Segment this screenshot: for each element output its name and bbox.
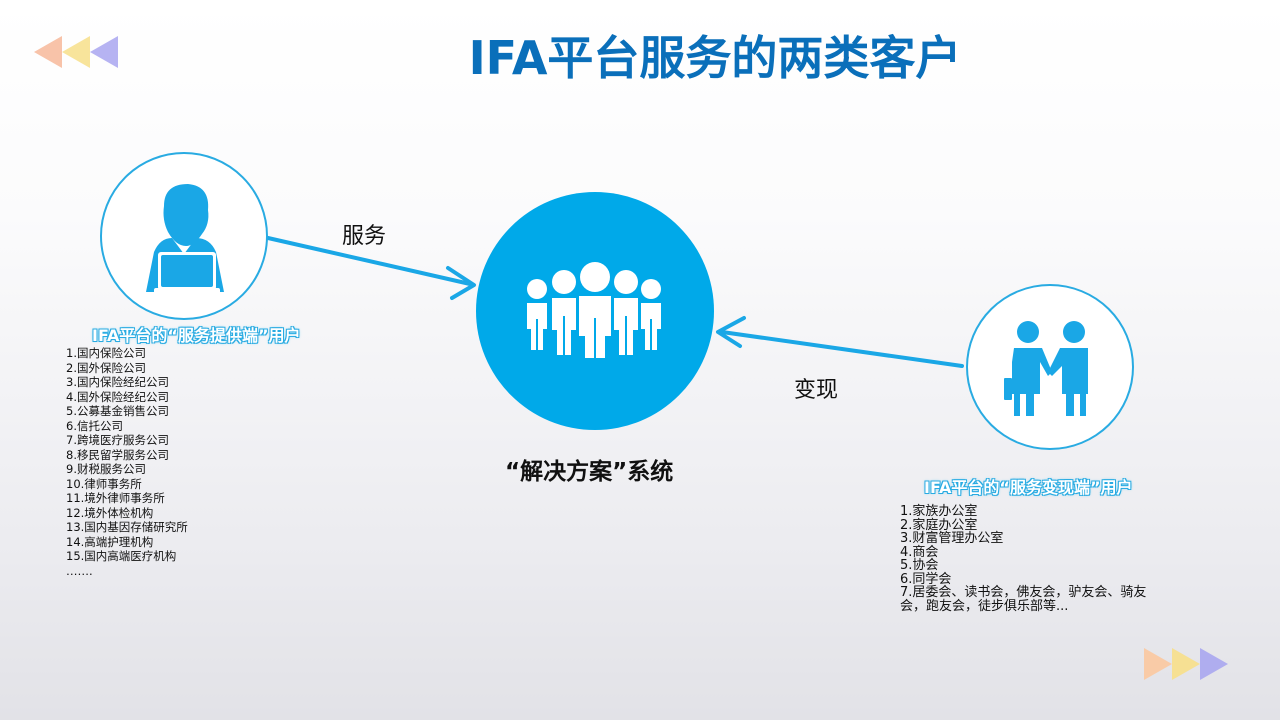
list-item: 11.境外律师事务所: [66, 491, 165, 505]
list-item: 14.高端护理机构: [66, 534, 154, 549]
list-item: 5.公募基金销售公司: [66, 404, 169, 418]
handshake-people-icon: [1004, 321, 1088, 416]
group-people-icon: [527, 262, 661, 358]
list-item: 4.商会: [900, 544, 939, 560]
list-item: 6.同学会: [900, 571, 952, 587]
list-item: 2.家庭办公室: [900, 517, 978, 533]
list-item: 2.国外保险公司: [66, 360, 146, 375]
list-item: 8.移民留学服务公司: [66, 447, 169, 462]
list-item: 3.财富管理办公室: [900, 531, 1004, 546]
provider-node: [100, 152, 268, 320]
monetize-label: 变现: [794, 378, 839, 403]
list-item: …….: [66, 563, 93, 578]
list-item: 7.跨境医疗服务公司: [66, 433, 169, 447]
chevrons-left-decoration: [34, 36, 118, 68]
provider-label: IFA平台的“服务提供端”用户: [92, 326, 301, 345]
service-arrow: [266, 236, 476, 300]
list-item: 5.协会: [900, 558, 939, 573]
list-item: 10.律师事务所: [66, 476, 142, 491]
page-title: IFA平台服务的两类客户: [468, 31, 962, 85]
solution-node: [476, 192, 714, 430]
list-item: 13.国内基因存储研究所: [66, 520, 188, 534]
list-item: 1.国内保险公司: [66, 346, 146, 360]
list-item: 3.国内保险经纪公司: [66, 375, 169, 389]
list-item: 6.信托公司: [66, 418, 123, 433]
list-item: 12.境外体检机构: [66, 505, 154, 520]
monetizer-node: [966, 284, 1134, 450]
solution-caption: “解决方案”系统: [505, 459, 674, 485]
list-item: 7.居委会、读书会，佛友会，驴友会、骑友会，跑友会，徒步俱乐部等...: [900, 585, 1147, 614]
list-item: 1.家族办公室: [900, 504, 978, 519]
chevrons-right-decoration: [1144, 648, 1228, 680]
monetize-arrow: [716, 316, 964, 368]
monetizer-label: IFA平台的“服务变现端”用户: [924, 478, 1133, 497]
list-item: 15.国内高端医疗机构: [66, 549, 177, 563]
service-label: 服务: [342, 224, 387, 249]
list-item: 9.财税服务公司: [66, 462, 146, 476]
laptop-user-icon: [146, 184, 224, 294]
list-item: 4.国外保险经纪公司: [66, 389, 169, 404]
